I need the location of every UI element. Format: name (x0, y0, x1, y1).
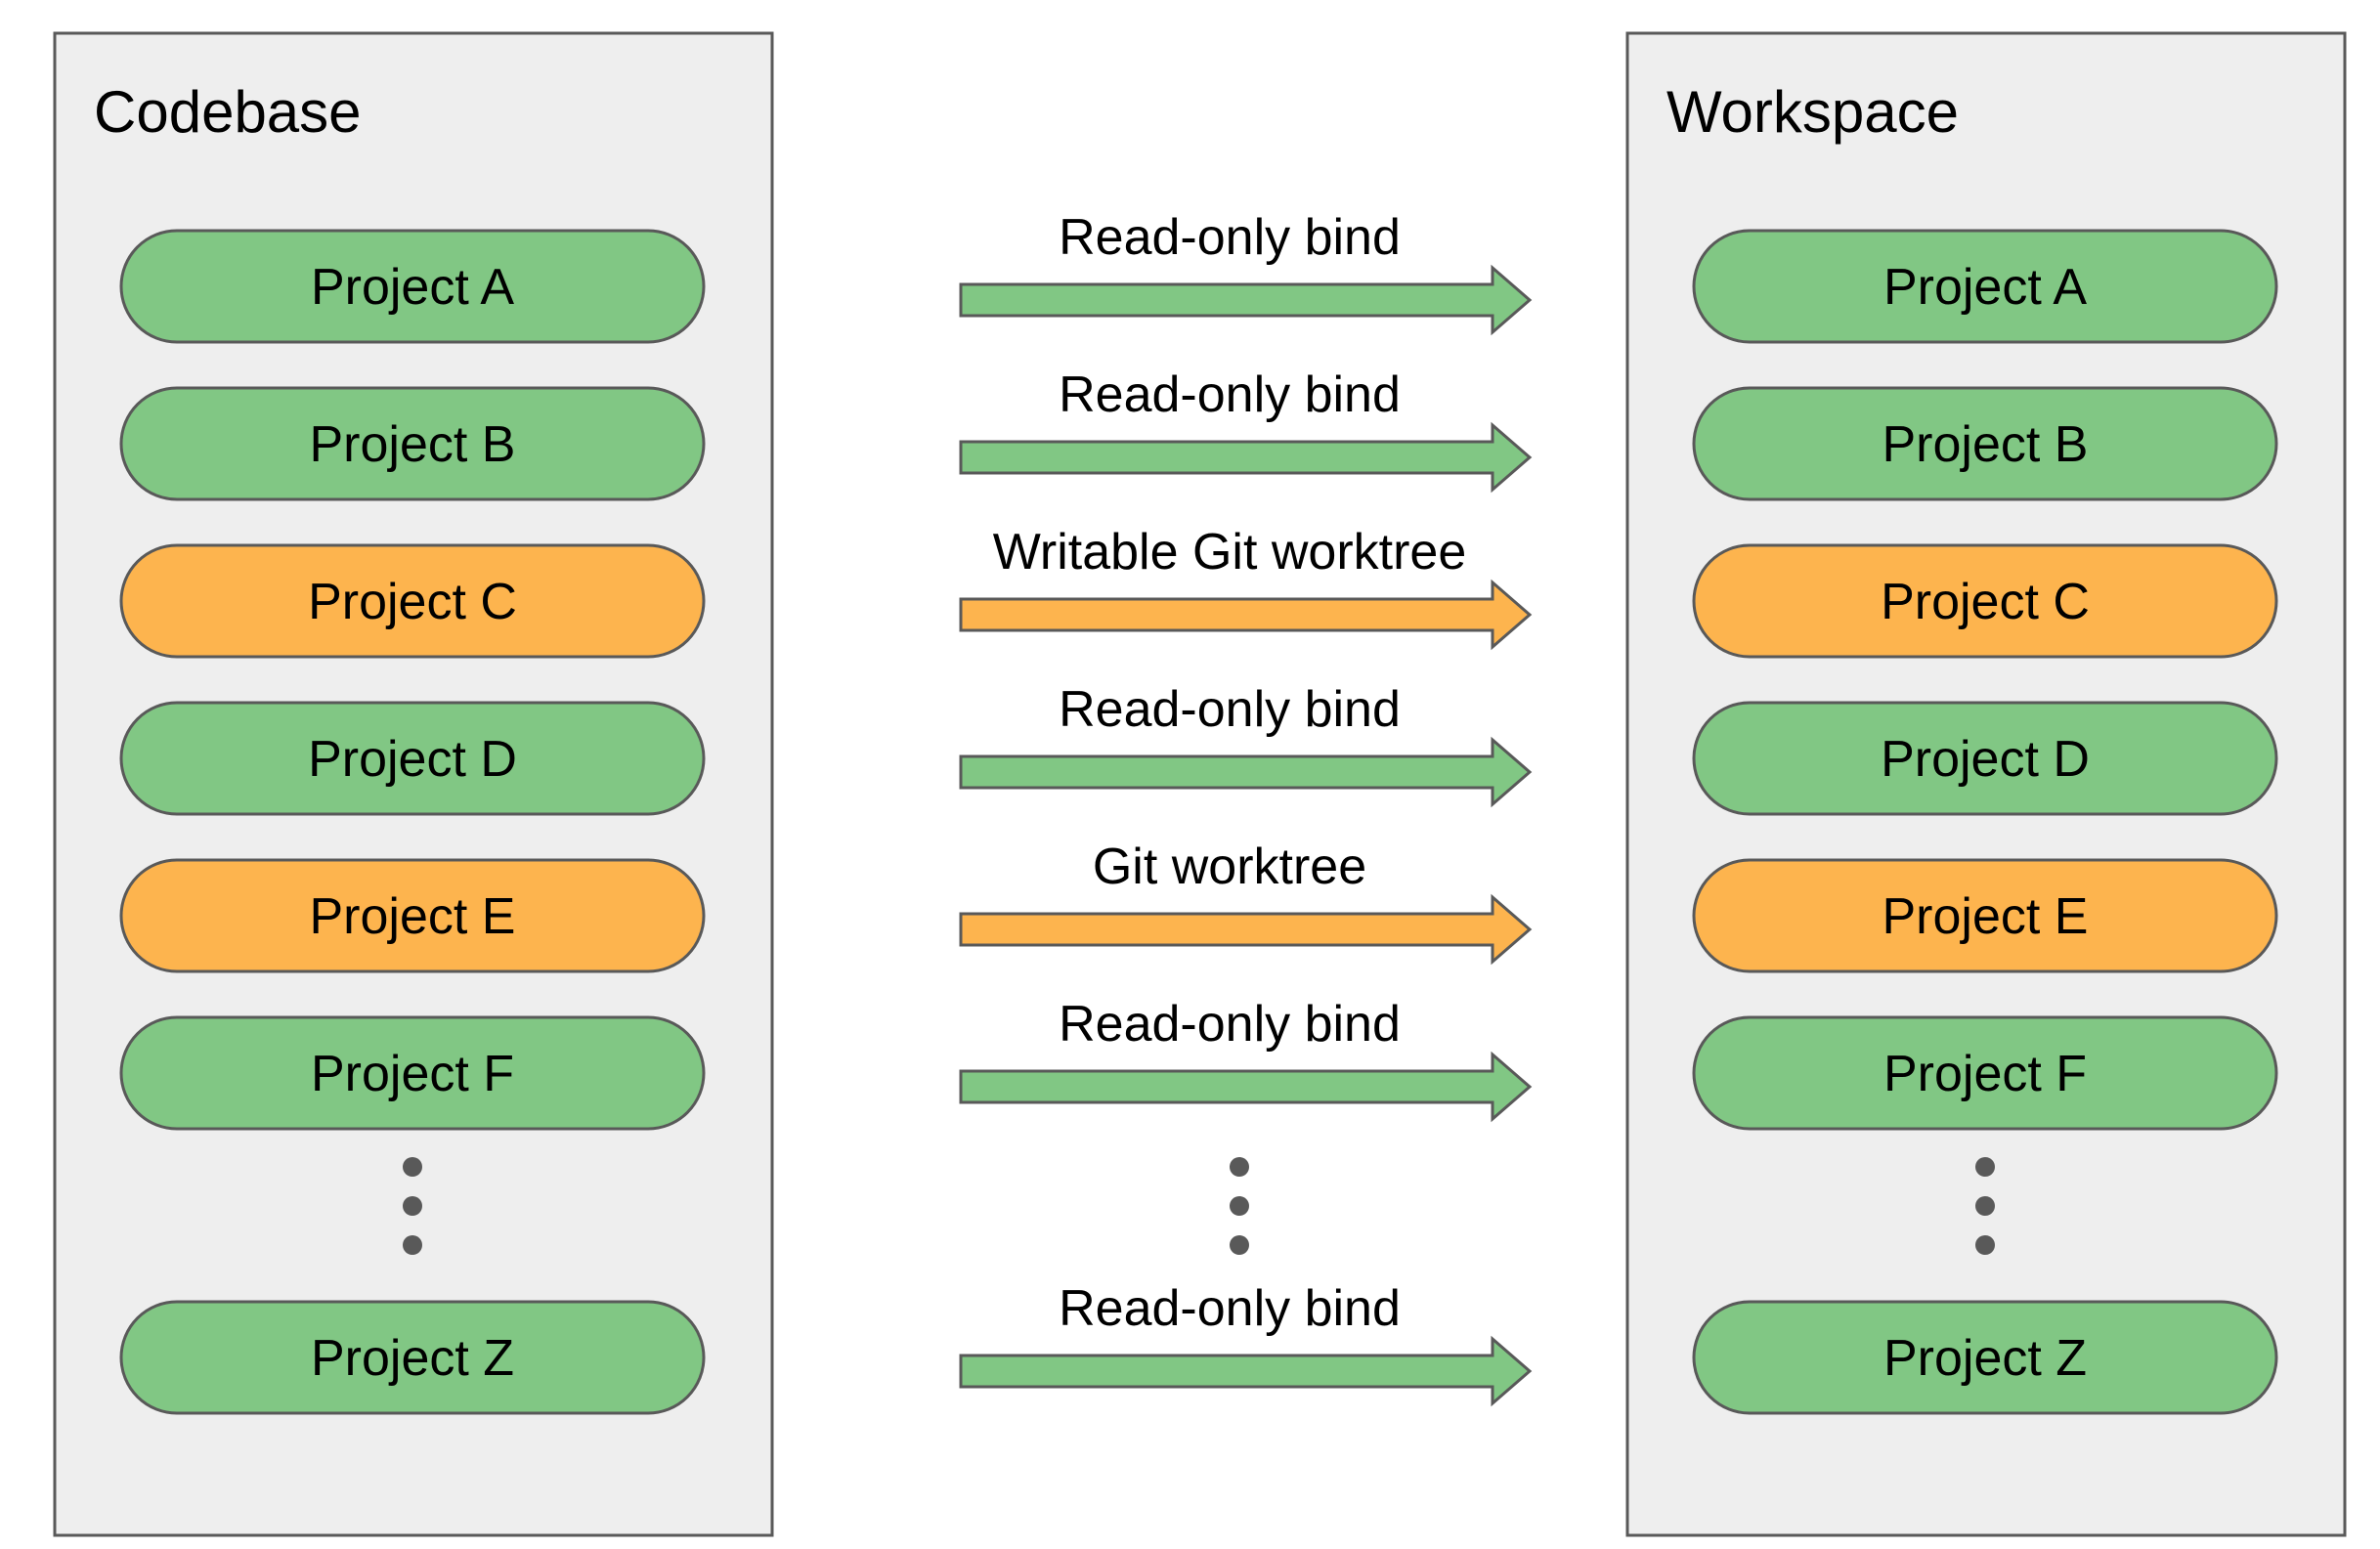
arrow-shape (959, 264, 1533, 336)
arrow-shape (959, 421, 1533, 494)
project-label: Project D (1881, 731, 2090, 788)
project-pill (119, 858, 706, 973)
workspace-project-item: Project A (1692, 229, 2278, 344)
codebase-project-item: Project D (119, 701, 706, 816)
arrow-label: Read-only bind (1059, 681, 1401, 738)
ellipsis-dot (403, 1235, 422, 1255)
workspace-project-item: Project C (1692, 543, 2278, 659)
connector-arrow: Git worktree (959, 839, 1533, 966)
project-label: Project A (1883, 259, 2087, 316)
arrow-label: Git worktree (1093, 839, 1366, 895)
project-pill (119, 701, 706, 816)
project-pill (1692, 858, 2278, 973)
project-label: Project C (1881, 574, 2090, 630)
project-pill (1692, 229, 2278, 344)
connector-arrow: Read-only bind (959, 681, 1533, 808)
project-pill (1692, 701, 2278, 816)
workspace-project-item: Project Z (1692, 1300, 2278, 1415)
connector-arrow: Writable Git worktree (959, 524, 1533, 651)
project-label: Project Z (1883, 1330, 2087, 1387)
project-pill (1692, 1015, 2278, 1131)
workspace-project-item: Project B (1692, 386, 2278, 501)
project-label: Project B (310, 416, 516, 473)
project-pill (119, 229, 706, 344)
codebase-project-item: Project Z (119, 1300, 706, 1415)
arrow-label: Read-only bind (1059, 996, 1401, 1053)
project-label: Project E (1882, 888, 2089, 945)
codebase-project-item: Project F (119, 1015, 706, 1131)
connector-ellipsis (1230, 1157, 1249, 1255)
connector-arrow: Read-only bind (959, 366, 1533, 494)
project-pill (119, 543, 706, 659)
project-label: Project A (311, 259, 514, 316)
project-pill (119, 1300, 706, 1415)
project-label: Project C (308, 574, 517, 630)
ellipsis-dot (1230, 1157, 1249, 1177)
codebase-items: Project A Project B Project C Project D Proj… (119, 229, 706, 1415)
arrow-shape (959, 736, 1533, 808)
ellipsis-dot (1975, 1157, 1995, 1177)
ellipsis-dot (403, 1196, 422, 1216)
arrow-label: Read-only bind (1059, 366, 1401, 423)
project-label: Project D (308, 731, 517, 788)
workspace-title: Workspace (1666, 79, 1959, 145)
project-pill (119, 386, 706, 501)
project-label: Project E (310, 888, 516, 945)
arrow-label: Read-only bind (1059, 1280, 1401, 1337)
project-pill (1692, 386, 2278, 501)
ellipsis-dot (403, 1157, 422, 1177)
codebase-project-item: Project A (119, 229, 706, 344)
ellipsis-dot (1975, 1196, 1995, 1216)
connector-arrow: Read-only bind (959, 1280, 1533, 1407)
connector-arrow: Read-only bind (959, 209, 1533, 336)
codebase-project-item: Project C (119, 543, 706, 659)
project-label: Project B (1882, 416, 2089, 473)
codebase-project-item: Project B (119, 386, 706, 501)
project-label: Project F (311, 1046, 514, 1102)
project-pill (119, 1015, 706, 1131)
ellipsis-dot (1230, 1235, 1249, 1255)
connector-arrow: Read-only bind (959, 996, 1533, 1123)
workspace-items: Project A Project B Project C Project D Proj… (1692, 229, 2278, 1415)
arrow-label: Read-only bind (1059, 209, 1401, 266)
codebase-ellipsis (403, 1157, 422, 1255)
arrow-shape (959, 579, 1533, 651)
arrow-shape (959, 893, 1533, 966)
project-label: Project Z (311, 1330, 514, 1387)
codebase-project-item: Project E (119, 858, 706, 973)
arrow-label: Writable Git worktree (993, 524, 1467, 581)
workspace-project-item: Project F (1692, 1015, 2278, 1131)
arrow-shape (959, 1335, 1533, 1407)
arrow-shape (959, 1051, 1533, 1123)
workspace-project-item: Project D (1692, 701, 2278, 816)
project-pill (1692, 1300, 2278, 1415)
workspace-project-item: Project E (1692, 858, 2278, 973)
workspace-ellipsis (1975, 1157, 1995, 1255)
ellipsis-dot (1230, 1196, 1249, 1216)
codebase-title: Codebase (94, 79, 362, 145)
project-label: Project F (1883, 1046, 2087, 1102)
project-pill (1692, 543, 2278, 659)
ellipsis-dot (1975, 1235, 1995, 1255)
